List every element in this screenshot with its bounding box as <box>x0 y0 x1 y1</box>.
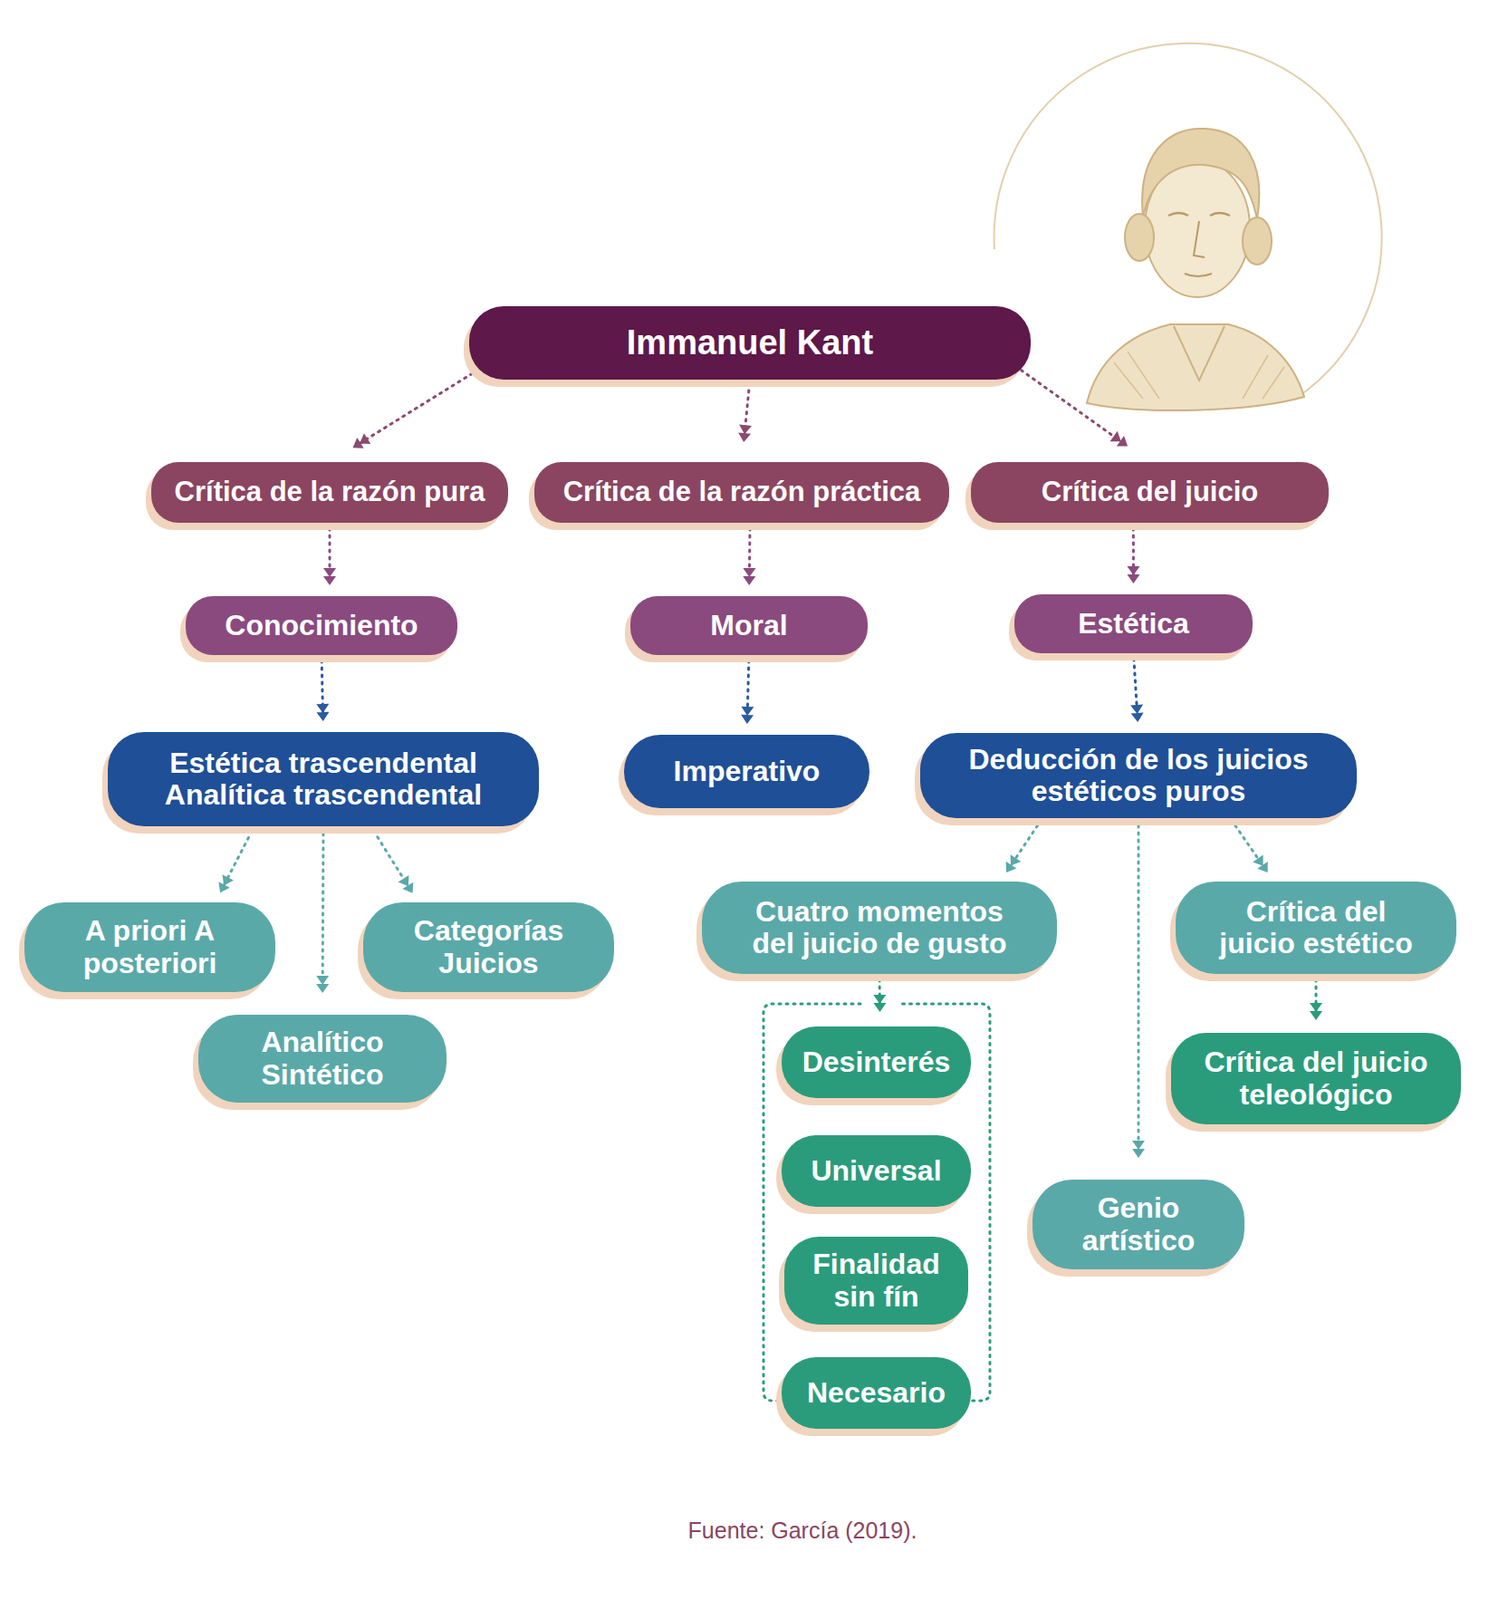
moment-box: Crítica del juicio teleológico <box>1171 1032 1461 1124</box>
connector <box>740 660 754 724</box>
connector <box>218 836 249 893</box>
node-label: Categorías Juicios <box>381 914 596 979</box>
node-label: Crítica del juicio estético <box>1206 895 1426 960</box>
node-label: A priori A posteriori <box>42 914 258 979</box>
arrowhead <box>1132 1140 1145 1158</box>
kant-portrait <box>994 43 1383 411</box>
moment-box: Necesario <box>781 1356 971 1429</box>
concept-box: Deducción de los juicios estéticos puros <box>920 732 1357 818</box>
source-caption: Fuente: García (2019). <box>688 1517 918 1544</box>
subconcept-box: Categorías Juicios <box>363 902 615 992</box>
topic-box: Conocimiento <box>185 595 458 655</box>
portrait-nose <box>1193 220 1205 258</box>
node-label: Moral <box>648 609 850 642</box>
portrait-coat <box>1086 324 1305 411</box>
connector-line <box>355 365 485 446</box>
root-box: Immanuel Kant <box>469 306 1031 380</box>
arrowhead <box>218 874 234 893</box>
portrait-hatching <box>1114 351 1285 399</box>
arrowhead <box>316 975 329 993</box>
arrowhead <box>1006 854 1022 873</box>
arrowhead <box>873 994 886 1012</box>
arrowhead <box>740 706 754 724</box>
work-box: Crítica de la razón pura <box>151 461 509 523</box>
moment-box: Desinterés <box>781 1026 971 1098</box>
concept-box: Estética trascendental Analítica trascen… <box>107 731 539 827</box>
connector-line <box>1137 825 1141 1154</box>
node-label: Necesario <box>799 1376 953 1409</box>
arrowhead <box>316 703 329 721</box>
connector <box>316 660 329 721</box>
topic-box: Estética <box>1014 594 1253 654</box>
subconcept-box: Genio artístico <box>1032 1179 1245 1269</box>
connector <box>738 383 752 442</box>
node-label: Crítica del juicio teleológico <box>1201 1046 1431 1110</box>
connector <box>323 528 337 586</box>
node-label: Conocimiento <box>203 609 440 642</box>
topic-box: Moral <box>630 595 868 655</box>
subconcept-box: Analítico Sintético <box>198 1014 447 1103</box>
connector <box>873 979 886 1012</box>
node-label: Genio artístico <box>1050 1191 1227 1256</box>
node-label: Crítica de la razón práctica <box>552 476 932 508</box>
node-label: Deducción de los juicios estéticos puros <box>950 743 1326 807</box>
node-label: Crítica de la razón pura <box>169 476 490 508</box>
node-label: Universal <box>799 1154 953 1187</box>
arrowhead <box>1126 566 1140 584</box>
node-label: Estética trascendental Analítica trascen… <box>138 747 509 811</box>
subconcept-box: Cuatro momentos del juicio de gusto <box>701 881 1057 974</box>
arrowhead <box>738 424 752 443</box>
portrait-eyes <box>1168 212 1230 216</box>
moment-box: Universal <box>781 1134 971 1207</box>
connector <box>742 528 756 586</box>
subconcept-box: Crítica del juicio estético <box>1175 881 1457 974</box>
arrowhead <box>1130 704 1144 722</box>
connector <box>1309 979 1323 1020</box>
portrait-curl <box>1242 217 1272 265</box>
connector <box>1126 528 1140 584</box>
arrowhead <box>1110 431 1129 447</box>
connector <box>352 365 484 449</box>
connector <box>1130 658 1144 722</box>
portrait-wig <box>1142 128 1259 220</box>
arrowhead <box>742 567 756 586</box>
connector <box>377 836 414 894</box>
arrowhead <box>323 567 337 586</box>
connector <box>1006 825 1038 873</box>
portrait-curl <box>1124 213 1154 261</box>
node-label: Finalidad sin fín <box>799 1248 953 1312</box>
connector <box>1015 365 1128 447</box>
connector <box>1132 825 1145 1158</box>
arrowhead <box>352 432 371 449</box>
group-bracket <box>763 1003 990 1401</box>
arrowhead <box>1252 854 1268 874</box>
arrowhead <box>1309 1002 1323 1020</box>
connector <box>1235 825 1268 873</box>
portrait-mouth <box>1184 273 1212 277</box>
connector-line <box>1015 365 1125 444</box>
subconcept-box: A priori A posteriori <box>24 902 276 992</box>
work-box: Crítica del juicio <box>970 461 1329 523</box>
node-label: Analítico Sintético <box>216 1026 429 1090</box>
arrowhead <box>398 874 414 894</box>
concept-box: Imperativo <box>624 734 870 808</box>
connector <box>316 833 329 993</box>
node-label: Desinterés <box>799 1046 953 1078</box>
node-label: Crítica del juicio <box>989 476 1311 508</box>
node-label: Cuatro momentos del juicio de gusto <box>732 895 1027 960</box>
connector-line <box>321 833 326 990</box>
work-box: Crítica de la razón práctica <box>534 461 950 523</box>
moment-box: Finalidad sin fín <box>784 1236 969 1325</box>
node-label: Imperativo <box>642 755 852 788</box>
portrait-collar <box>1173 326 1225 381</box>
node-label: Estética <box>1032 607 1235 640</box>
node-label: Immanuel Kant <box>490 324 1009 363</box>
